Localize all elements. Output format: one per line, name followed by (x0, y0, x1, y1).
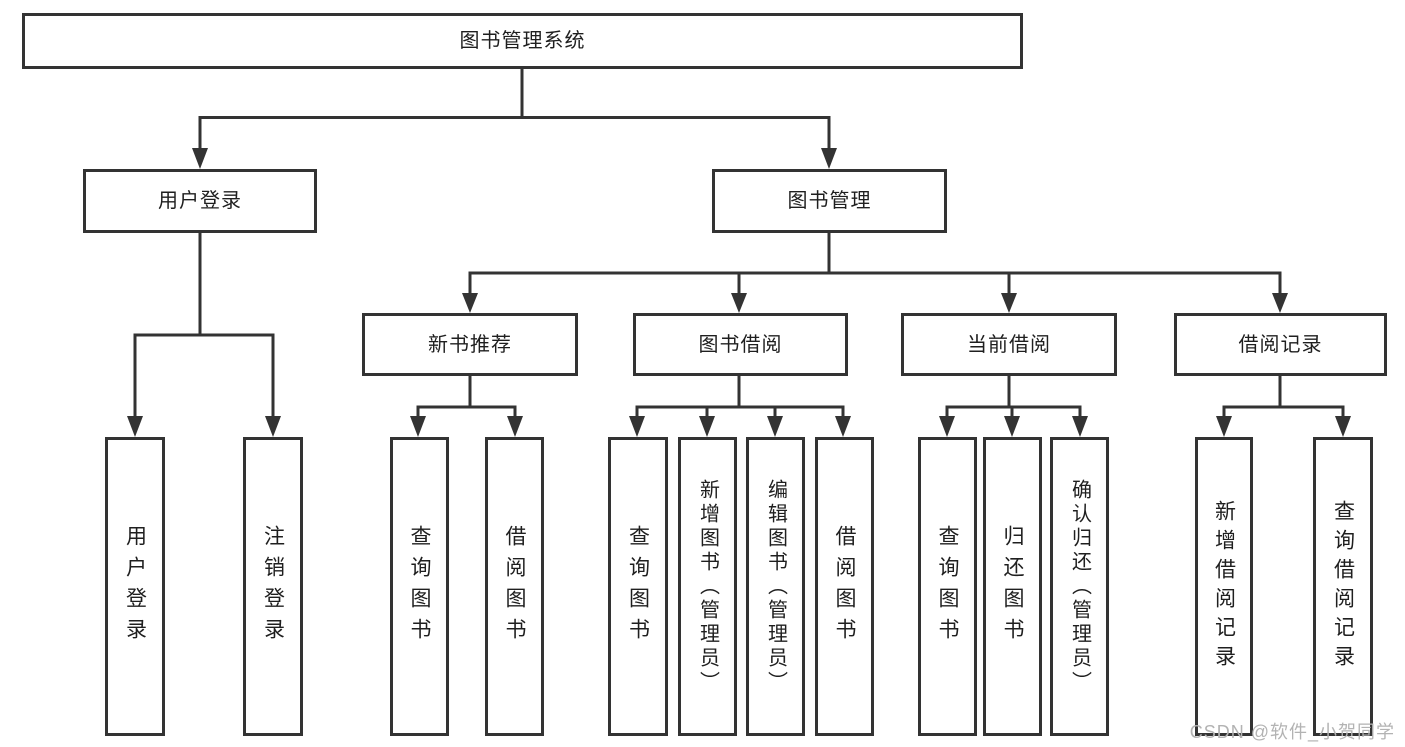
node-book-borrow: 图书借阅 (633, 313, 848, 376)
watermark-text: CSDN @软件_小贺同学 (1189, 722, 1395, 742)
node-book-management: 图书管理 (712, 169, 947, 233)
node-root: 图书管理系统 (22, 13, 1023, 69)
leaf-query-books-current: 查询图书 (918, 437, 977, 736)
leaf-confirm-return-admin: 确认归还（管理员） (1050, 437, 1109, 736)
leaf-edit-books-admin: 编辑图书（管理员） (746, 437, 805, 736)
leaf-query-books-borrow: 查询图书 (608, 437, 668, 736)
leaf-return-books: 归还图书 (983, 437, 1042, 736)
leaf-query-borrow-record: 查询借阅记录 (1313, 437, 1373, 736)
node-user-login: 用户登录 (83, 169, 317, 233)
leaf-borrow-books-borrow: 借阅图书 (815, 437, 874, 736)
leaf-logout: 注销登录 (243, 437, 303, 736)
leaf-borrow-books-recommend: 借阅图书 (485, 437, 544, 736)
node-new-book-recommend: 新书推荐 (362, 313, 578, 376)
leaf-add-books-admin: 新增图书（管理员） (678, 437, 737, 736)
leaf-add-borrow-record: 新增借阅记录 (1195, 437, 1253, 736)
leaf-user-login: 用户登录 (105, 437, 165, 736)
node-current-borrow: 当前借阅 (901, 313, 1117, 376)
leaf-query-books-recommend: 查询图书 (390, 437, 449, 736)
node-borrow-records: 借阅记录 (1174, 313, 1387, 376)
